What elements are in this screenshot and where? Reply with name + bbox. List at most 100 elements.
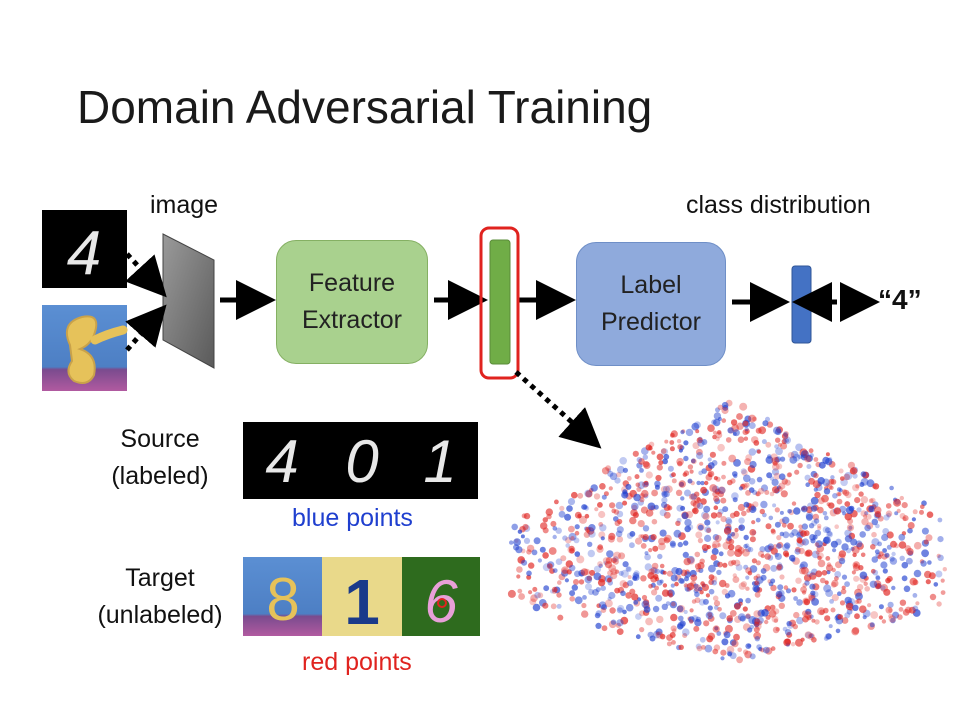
red-point	[724, 624, 733, 633]
red-point	[584, 513, 590, 519]
blue-point	[556, 603, 562, 609]
red-point	[738, 582, 746, 590]
red-point	[598, 510, 606, 519]
red-point	[913, 541, 922, 550]
red-point	[805, 549, 813, 557]
red-point	[648, 548, 653, 553]
dotted-arrow-source-input	[124, 252, 167, 298]
blue-point	[616, 607, 624, 614]
blue-point	[573, 537, 580, 544]
source-digits-strip: 4 0 1	[243, 422, 478, 499]
red-point	[843, 473, 851, 481]
blue-point	[707, 605, 713, 611]
blue-point	[678, 615, 684, 622]
blue-point	[700, 480, 705, 486]
blue-point	[642, 525, 650, 532]
blue-point	[779, 531, 785, 537]
red-point	[817, 506, 824, 514]
blue-point	[616, 510, 624, 518]
red-point	[699, 590, 704, 595]
red-point	[526, 549, 532, 555]
red-point	[760, 553, 765, 559]
blue-point	[521, 559, 528, 566]
label-predictor-label-line2: Predictor	[600, 308, 702, 336]
label-predictor-box: Label Predictor	[576, 242, 726, 366]
blue-point	[533, 537, 541, 545]
blue-point	[935, 570, 943, 578]
blue-point	[718, 486, 726, 494]
blue-point	[891, 551, 896, 557]
blue-point	[622, 467, 629, 473]
red-point	[645, 471, 653, 479]
blue-point	[794, 548, 801, 555]
blue-point	[552, 526, 558, 531]
red-point	[925, 579, 931, 585]
red-point	[529, 598, 537, 606]
blue-point	[907, 527, 913, 534]
target-label: Target (unlabeled)	[84, 563, 236, 630]
red-point	[583, 531, 591, 538]
red-point	[559, 505, 565, 511]
red-point	[594, 507, 599, 512]
red-point	[834, 524, 839, 529]
red-point	[823, 607, 829, 614]
blue-point	[784, 542, 791, 549]
blue-point	[594, 612, 601, 619]
red-point	[641, 489, 649, 498]
red-point	[841, 617, 849, 624]
red-points-label: red points	[302, 648, 412, 676]
red-point	[662, 570, 667, 575]
red-point	[733, 633, 740, 641]
red-point	[747, 570, 753, 576]
red-point	[741, 469, 748, 476]
red-point	[731, 559, 737, 566]
blue-point	[644, 553, 651, 561]
red-point	[901, 502, 908, 509]
blue-point	[713, 412, 722, 420]
red-point	[846, 524, 855, 532]
red-point	[771, 615, 779, 623]
red-point	[804, 455, 812, 463]
red-point	[742, 420, 749, 427]
red-point	[899, 599, 907, 606]
blue-point	[703, 505, 711, 513]
red-point	[773, 544, 777, 549]
red-point	[613, 551, 622, 560]
red-point	[769, 604, 776, 611]
red-point	[744, 458, 752, 466]
blue-point	[593, 565, 602, 573]
red-point	[666, 641, 672, 647]
red-point	[723, 527, 732, 535]
input-layer-plane	[162, 233, 215, 369]
red-point	[601, 625, 608, 632]
blue-point	[562, 535, 568, 541]
red-point	[528, 562, 535, 569]
blue-point	[850, 546, 855, 552]
red-point	[863, 514, 868, 519]
blue-point	[699, 636, 706, 643]
blue-point	[526, 570, 532, 577]
blue-point	[723, 631, 731, 639]
blue-point	[801, 523, 808, 530]
red-point	[613, 509, 620, 515]
red-point	[556, 592, 562, 598]
blue-point	[758, 647, 763, 652]
blue-point	[782, 516, 790, 524]
blue-point	[590, 484, 598, 492]
feature-vector	[489, 239, 511, 365]
red-point	[801, 566, 809, 575]
blue-point	[702, 598, 709, 605]
red-point	[811, 618, 816, 623]
red-point	[666, 634, 673, 641]
blue-point	[581, 504, 587, 510]
blue-point	[729, 652, 737, 660]
blue-point	[656, 579, 663, 586]
red-point	[923, 539, 929, 545]
red-point	[676, 439, 682, 444]
red-point	[660, 448, 667, 454]
red-point	[670, 613, 678, 622]
blue-point	[738, 598, 744, 604]
blue-point	[684, 518, 692, 527]
blue-point	[903, 585, 911, 593]
blue-point	[650, 567, 657, 574]
